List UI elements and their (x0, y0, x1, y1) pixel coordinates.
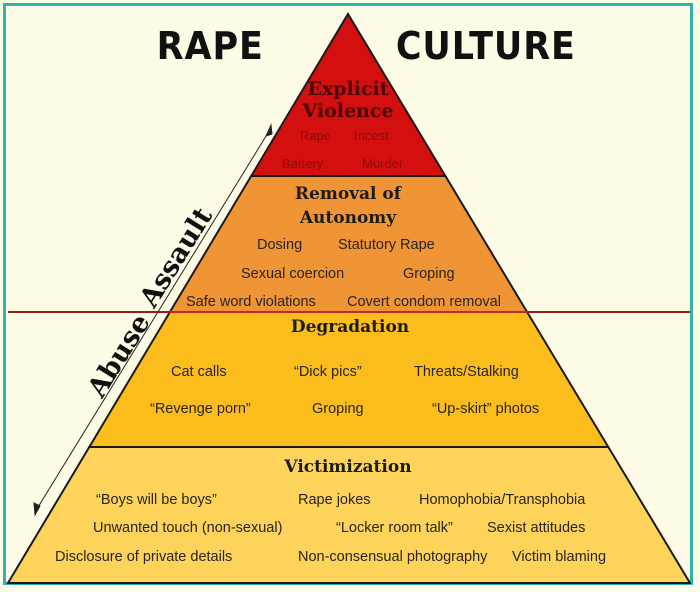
tier-title-line: Explicit (307, 78, 389, 100)
tier-item: Rape jokes (298, 492, 371, 508)
tier-explicit-violence-title: Explicit Violence (298, 78, 398, 122)
tier-item: “Boys will be boys” (96, 492, 217, 508)
tier-item: Incest (354, 128, 389, 143)
tier-title-line: Removal of (294, 184, 402, 204)
tier-item: Sexual coercion (241, 266, 345, 282)
tier-item: Unwanted touch (non-sexual) (93, 520, 283, 536)
tier-item: Sexist attitudes (487, 520, 586, 536)
tier-item: Battery (282, 156, 324, 171)
tier-item: Safe word violations (186, 294, 316, 310)
tier-item: “Revenge porn” (150, 401, 251, 417)
tier-removal-of-autonomy-title: Removal of Autonomy (268, 182, 428, 230)
tier-item: Disclosure of private details (55, 549, 233, 565)
tier-item: Groping (312, 401, 364, 417)
tier-item: Murder (362, 156, 404, 171)
tier-item: Groping (403, 266, 455, 282)
tier-degradation-title: Degradation (290, 317, 410, 337)
title-rape: RAPE (156, 24, 264, 68)
double-arrow-icon (33, 123, 273, 517)
title-culture: CULTURE (395, 24, 576, 68)
tier-item: “Dick pics” (294, 364, 362, 380)
tier-item: Homophobia/Transphobia (419, 492, 586, 508)
tier-item: Covert condom removal (347, 294, 501, 310)
tier-item: “Locker room talk” (336, 520, 453, 536)
tier-item: Dosing (257, 237, 303, 253)
tier-item: Cat calls (171, 364, 227, 380)
tier-title-line: Violence (302, 100, 394, 122)
tier-item: Statutory Rape (338, 237, 435, 253)
tier-item: Threats/Stalking (414, 364, 519, 380)
tier-item: Rape (300, 128, 332, 143)
tier-item: Non-consensual photography (298, 549, 488, 565)
tier-title-line: Autonomy (299, 208, 397, 228)
tier-victimization-title: Victimization (284, 457, 412, 477)
tier-item: Victim blaming (512, 549, 607, 565)
tier-item: “Up-skirt” photos (432, 401, 540, 417)
tier-explicit-violence-shape (249, 12, 448, 177)
